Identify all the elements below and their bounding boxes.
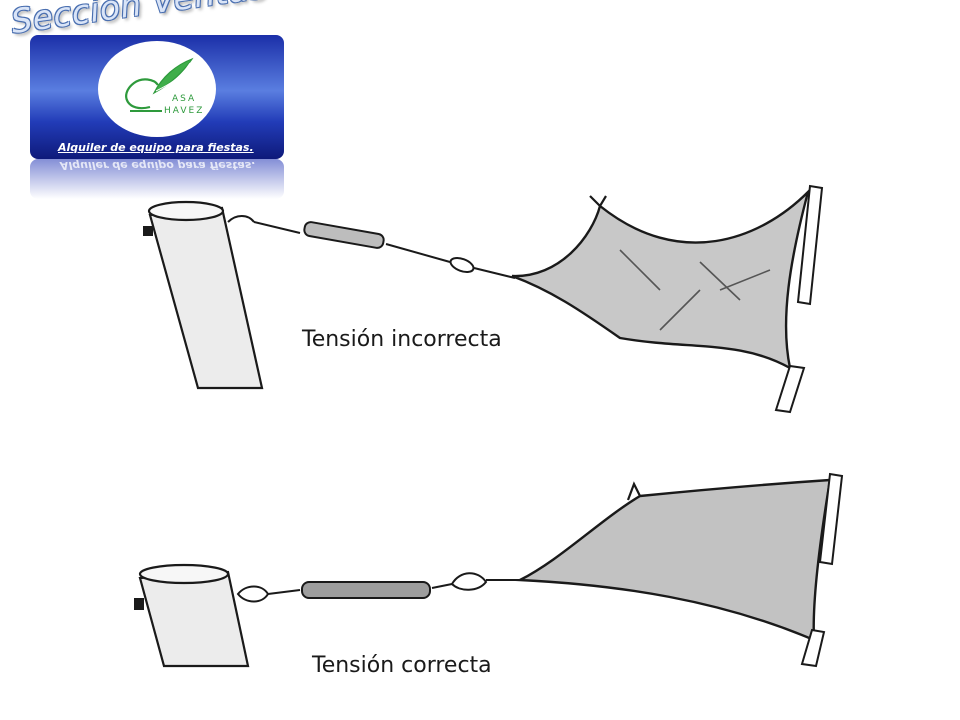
pole-bottom: [134, 563, 250, 668]
logo-tagline: Alquiler de equipo para fiestas.: [58, 141, 254, 154]
turnbuckle-loose: [227, 215, 516, 279]
casa-chavez-logo-icon: ASA HAVEZ: [125, 57, 204, 116]
shade-sail-taut: [515, 472, 844, 668]
logo-reflection: Alquiler de equipo para fiestas.: [30, 159, 284, 199]
logo-brand-line1: ASA: [172, 94, 196, 104]
caption-correct-tension: Tensión correcta: [311, 653, 492, 678]
logo-brand-line2: HAVEZ: [164, 106, 204, 116]
pole-top: [143, 200, 264, 390]
logo-banner: ASA HAVEZ Alquiler de equipo para fiesta…: [30, 35, 284, 159]
caption-incorrect-tension: Tensión incorrecta: [301, 327, 502, 352]
shade-sail-sagging: [511, 184, 824, 414]
turnbuckle-tight: [236, 572, 524, 603]
